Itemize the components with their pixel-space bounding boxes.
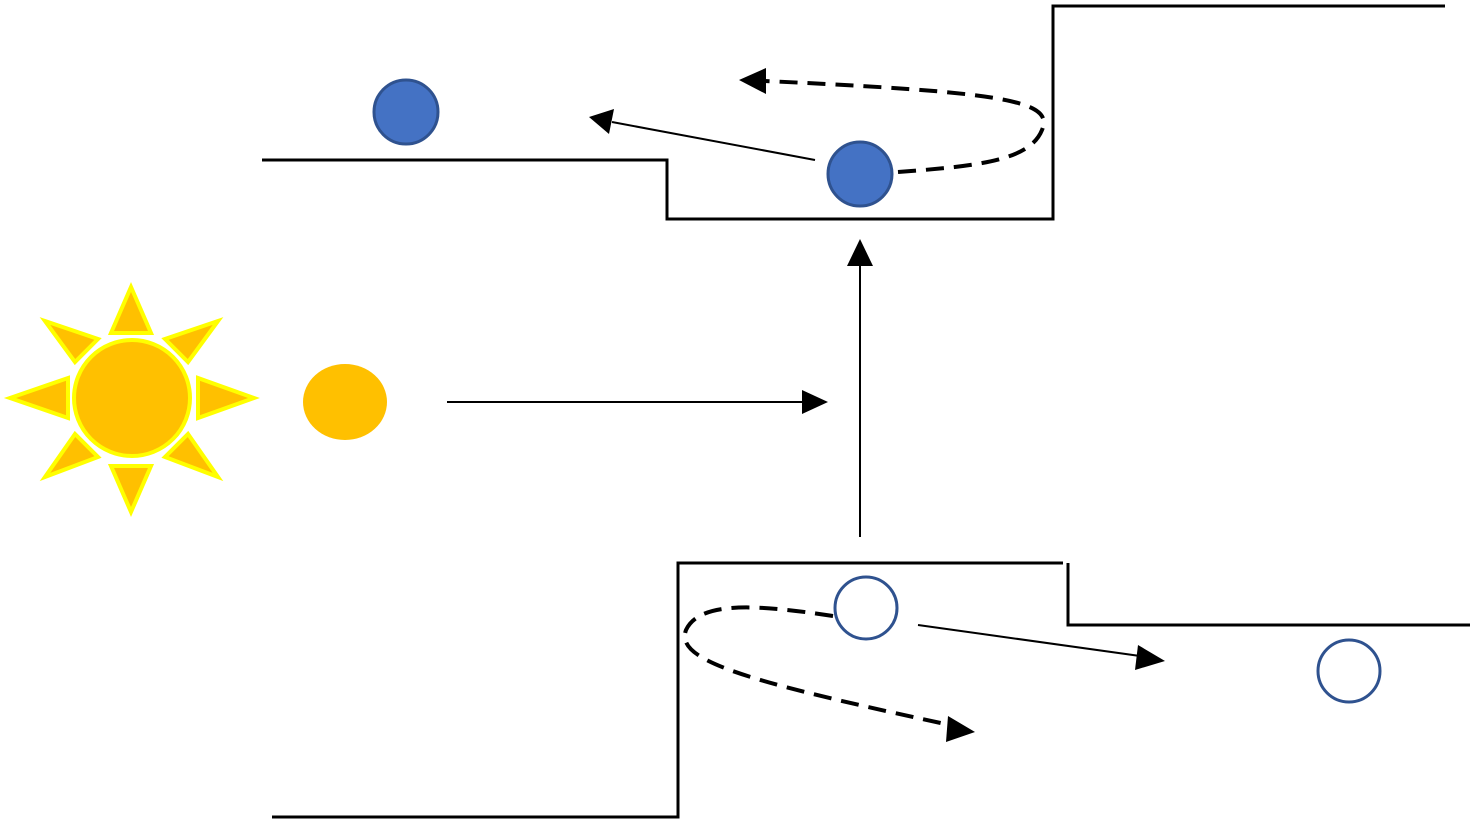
electron-escaped [372, 78, 440, 146]
electron-transfer-arrowhead [589, 109, 614, 134]
photon-dot [303, 364, 387, 440]
photon-arrowhead [802, 390, 828, 414]
valence-band-left [272, 561, 1063, 819]
electron-transfer-arrow [611, 121, 816, 161]
hole-transfer-arrow [917, 624, 1141, 657]
excitation-arrowhead [847, 239, 873, 266]
hole-reflection-path [682, 605, 951, 727]
hole-reflection-arrowhead [946, 716, 975, 742]
hole-escaped [1316, 638, 1382, 704]
hole-transfer-arrowhead [1135, 645, 1165, 670]
valence-band-right [1066, 563, 1470, 627]
electron-reflection-arrowhead [739, 68, 766, 94]
conduction-band-left [262, 4, 1445, 221]
hole-in-well [833, 575, 899, 641]
electron-in-well [826, 140, 894, 208]
sun-icon [3, 281, 260, 518]
